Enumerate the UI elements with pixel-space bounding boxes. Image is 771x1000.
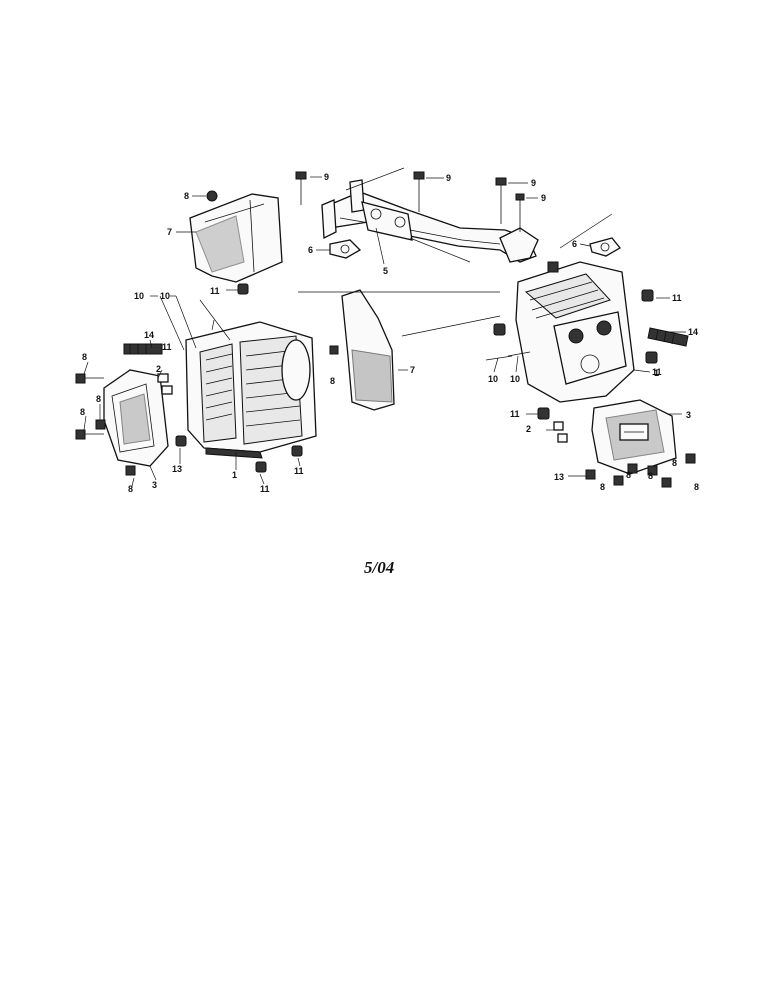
callout-8: 8 xyxy=(694,482,699,492)
callout-9: 9 xyxy=(541,193,546,203)
callout-8: 8 xyxy=(330,376,335,386)
callout-8: 8 xyxy=(648,471,653,481)
leader-lines xyxy=(83,176,686,487)
callout-10: 10 xyxy=(510,374,520,384)
callout-6: 6 xyxy=(572,239,577,249)
callout-labels: 9 9 9 9 8 7 6 5 6 11 10 10 11 14 14 11 8… xyxy=(80,172,699,494)
callout-9: 9 xyxy=(446,173,451,183)
exhaust-manifold xyxy=(321,179,539,263)
studs-right xyxy=(485,351,531,361)
callout-10: 10 xyxy=(134,291,144,301)
nuts-left xyxy=(175,283,303,473)
callout-11: 11 xyxy=(510,409,520,419)
callout-5: 5 xyxy=(383,266,388,276)
cylinder-head-right xyxy=(515,261,635,403)
dowel-pins-right xyxy=(553,421,568,443)
exhaust-gasket-left xyxy=(329,239,362,259)
callout-13: 13 xyxy=(554,472,564,482)
valve-cover-right xyxy=(591,399,677,475)
callout-8: 8 xyxy=(96,394,101,404)
callout-8: 8 xyxy=(184,191,189,201)
callout-2: 2 xyxy=(526,424,531,434)
callout-9: 9 xyxy=(324,172,329,182)
callout-14: 14 xyxy=(688,327,698,337)
callout-8: 8 xyxy=(626,470,631,480)
spark-plug-left xyxy=(123,343,163,355)
callout-8: 8 xyxy=(672,458,677,468)
assembly-lines xyxy=(298,167,613,337)
callout-10: 10 xyxy=(160,291,170,301)
callout-11: 11 xyxy=(162,342,172,352)
studs-left xyxy=(159,295,197,351)
spark-plug-right xyxy=(647,327,689,347)
callout-8: 8 xyxy=(80,407,85,417)
callout-8: 8 xyxy=(82,352,87,362)
callout-6: 6 xyxy=(308,245,313,255)
exhaust-gasket-right xyxy=(589,237,621,257)
callout-8: 8 xyxy=(128,484,133,494)
valve-cover-left xyxy=(103,369,169,467)
date-stamp: 5/04 xyxy=(364,558,395,577)
bolts-left xyxy=(75,373,136,476)
callout-9: 9 xyxy=(531,178,536,188)
callout-11: 11 xyxy=(210,286,220,296)
callout-3: 3 xyxy=(152,480,157,490)
nuts-right xyxy=(493,289,658,420)
bolts-right xyxy=(585,453,696,488)
callout-14: 14 xyxy=(144,330,154,340)
manifold-bolts xyxy=(295,171,525,232)
callout-2: 2 xyxy=(156,364,161,374)
cylinder-shroud-center xyxy=(329,289,395,411)
callout-11: 11 xyxy=(652,367,662,377)
callout-3: 3 xyxy=(686,410,691,420)
callout-1: 1 xyxy=(232,470,237,480)
cylinder-block-left xyxy=(185,299,317,459)
cylinder-shroud-left xyxy=(189,190,283,283)
callout-7: 7 xyxy=(410,365,415,375)
callout-10: 10 xyxy=(488,374,498,384)
callout-13: 13 xyxy=(172,464,182,474)
callout-1: 1 xyxy=(654,368,659,378)
callout-11: 11 xyxy=(260,484,270,494)
callout-11: 11 xyxy=(294,466,304,476)
callout-11: 11 xyxy=(672,293,682,303)
callout-7: 7 xyxy=(167,227,172,237)
callout-8: 8 xyxy=(600,482,605,492)
